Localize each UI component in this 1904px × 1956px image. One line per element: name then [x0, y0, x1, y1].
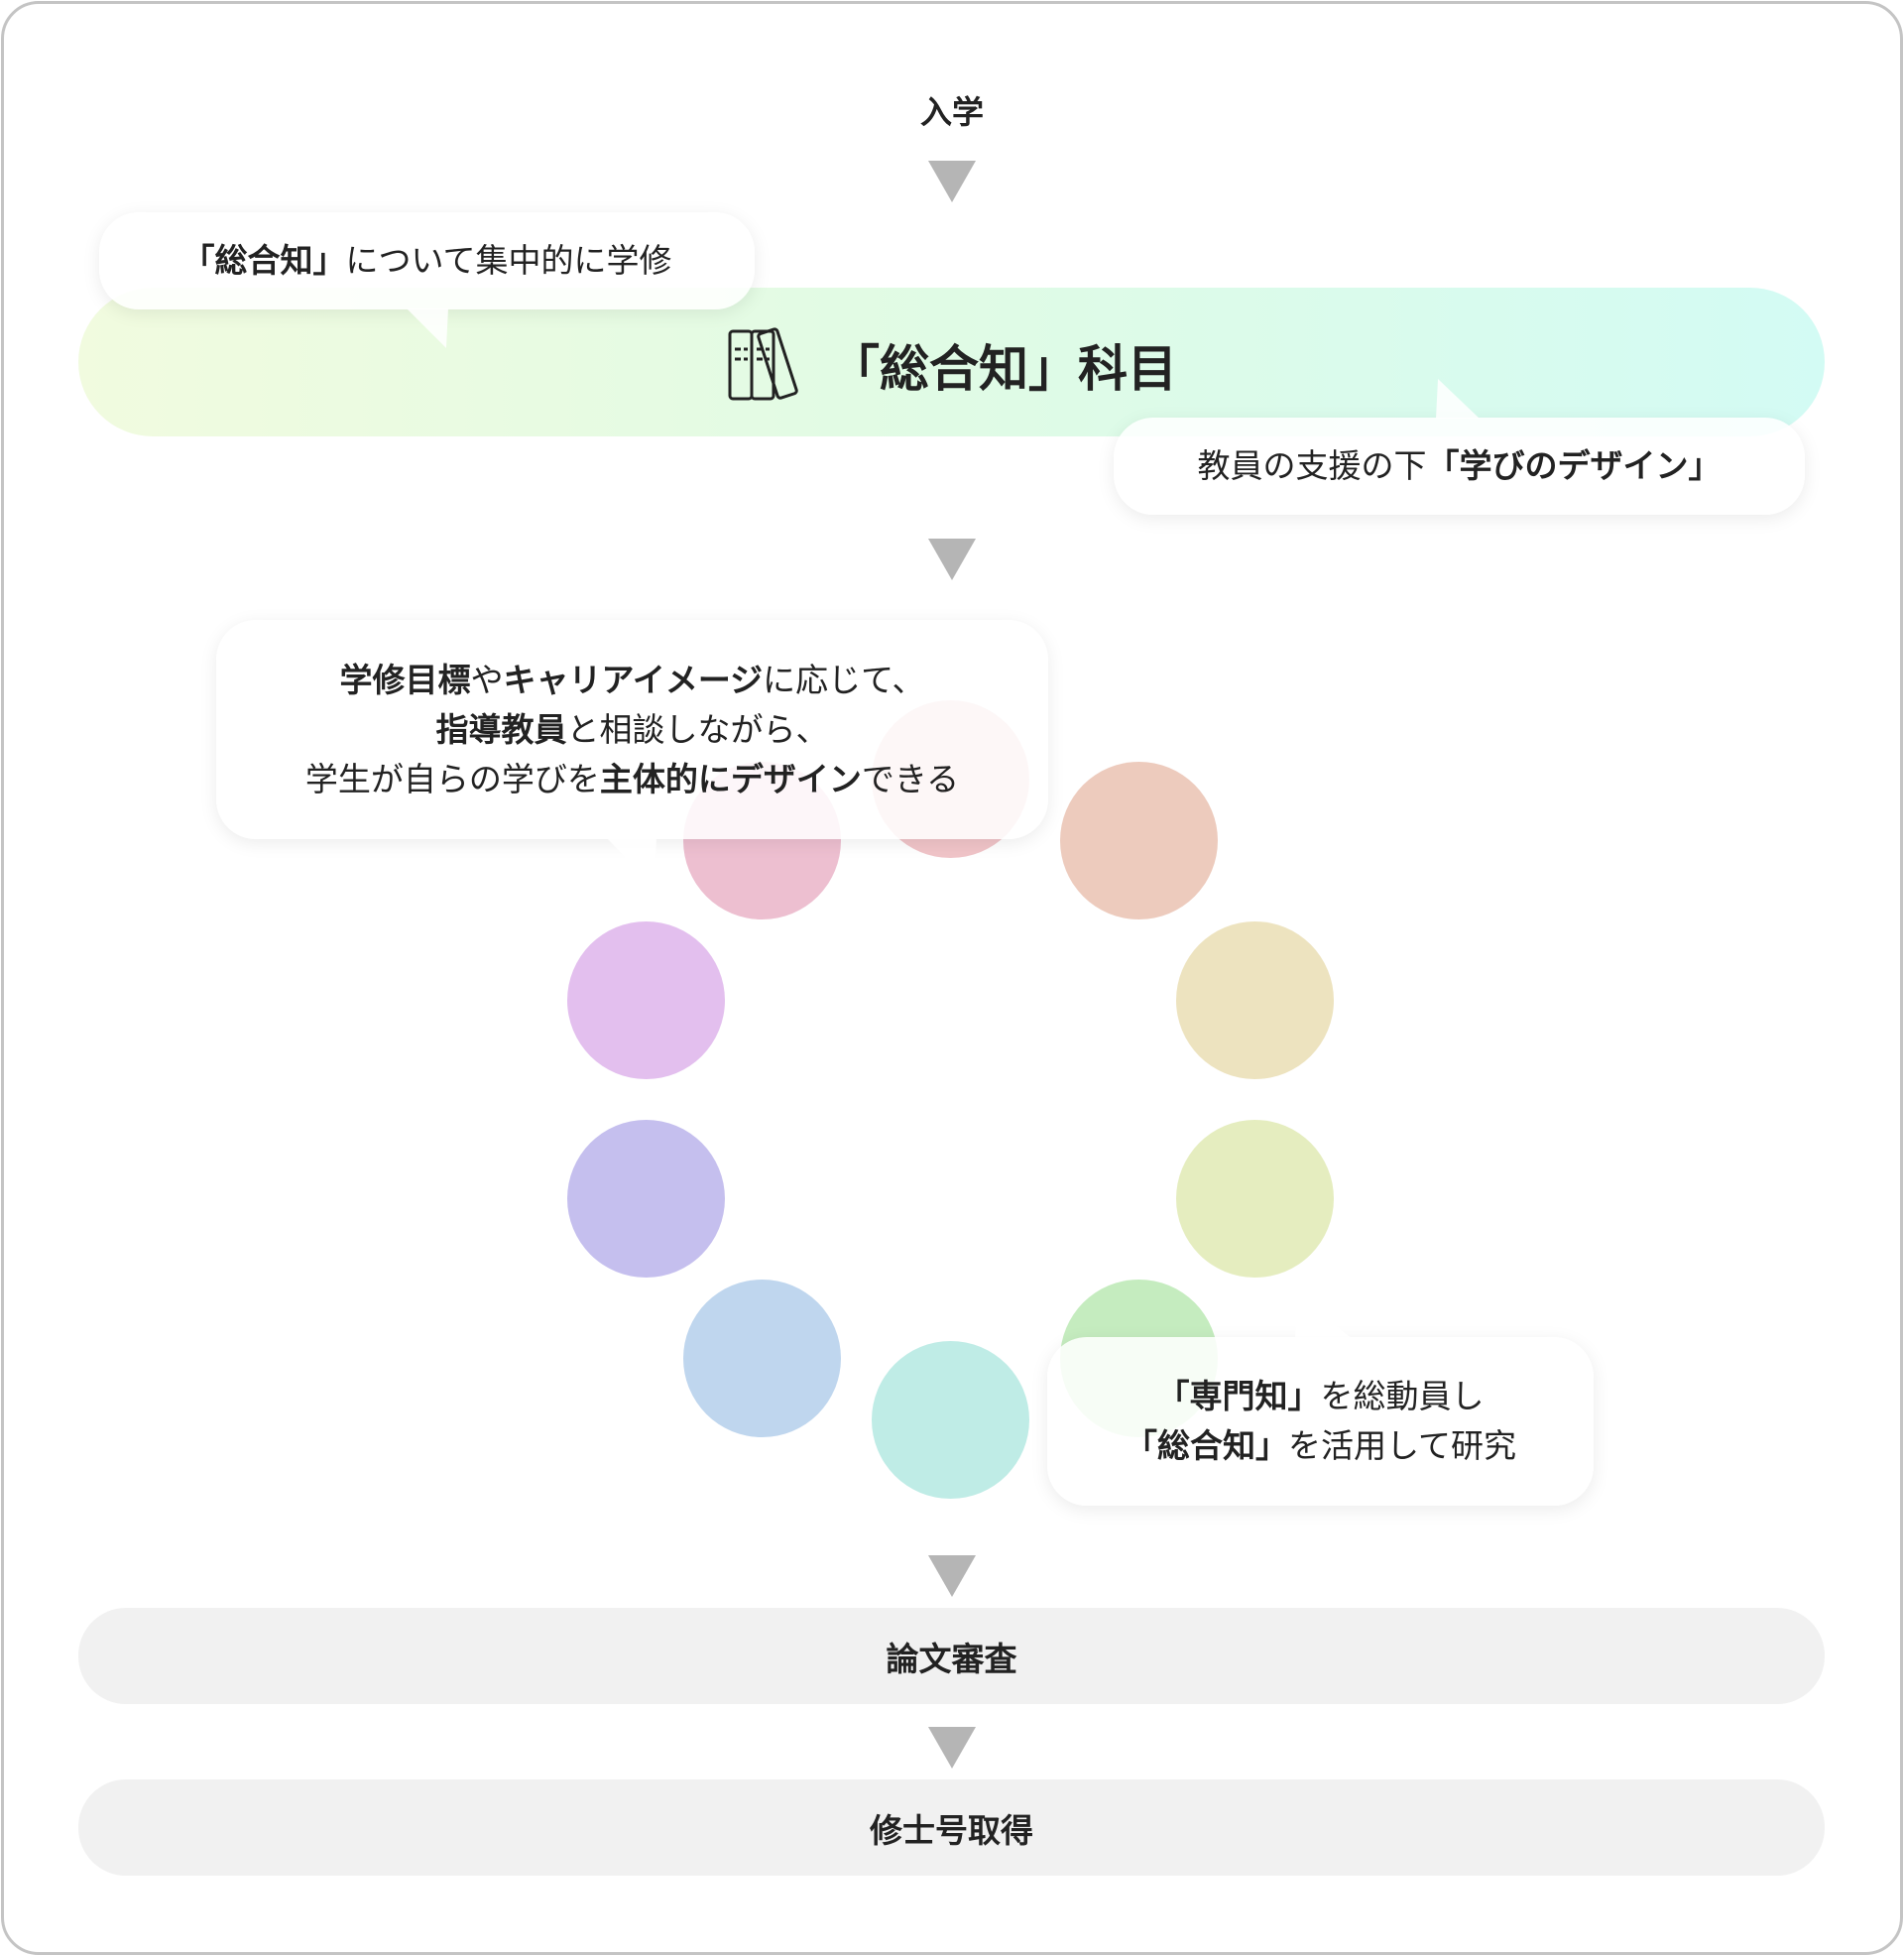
books-icon: [728, 327, 798, 401]
b3-text: に応じて、: [763, 660, 925, 699]
b3-bold: 主体的にデザイン: [599, 759, 862, 798]
b4-text: を総動員し: [1320, 1377, 1485, 1415]
bubble2-bold: 「学びのデザイン」: [1426, 446, 1722, 485]
step-degree: 修士号取得: [78, 1779, 1825, 1876]
bubble2-tail: [1436, 379, 1480, 419]
bubble4-tail: [1295, 1295, 1353, 1339]
bubble2-text: 教員の支援の下: [1197, 446, 1427, 485]
arrow-down-icon: [928, 539, 976, 580]
bubble3-tail: [607, 838, 656, 888]
sogochi-course-band: [78, 288, 1825, 436]
arrow-down-icon: [928, 161, 976, 202]
band-title-text: 「総合知」科目: [830, 340, 1177, 398]
design-circle: [1059, 761, 1218, 919]
b4-text: を活用して研究: [1287, 1426, 1516, 1465]
b3-text: と相談しながら、: [566, 709, 829, 749]
b3-bold: 指導教員: [435, 709, 567, 749]
b3-bold: 学修目標: [339, 660, 471, 699]
step-thesis-review: 論文審査: [78, 1608, 1825, 1704]
design-circle: [1176, 921, 1335, 1080]
bubble-self-design: 学修目標やキャリアイメージに応じて、 指導教員と相談しながら、 学生が自らの学び…: [216, 620, 1048, 839]
bubble-learning-design: 教員の支援の下「学びのデザイン」: [1114, 418, 1805, 515]
design-circle: [566, 1119, 725, 1278]
design-circle: [1176, 1119, 1335, 1278]
design-circle: [872, 1341, 1029, 1499]
b3-text: や: [470, 660, 504, 699]
b3-text: できる: [861, 759, 960, 798]
b3-bold: キャリアイメージ: [503, 660, 764, 699]
arrow-down-icon: [928, 1727, 976, 1769]
start-label: 入学: [919, 93, 984, 131]
design-circle: [566, 921, 725, 1080]
bubble-research: 「専門知」を総動員し 「総合知」を活用して研究: [1047, 1337, 1594, 1506]
band-title: 「総合知」科目: [0, 327, 1904, 403]
bubble1-tail: [407, 308, 448, 348]
b4-bold: 「総合知」: [1124, 1426, 1288, 1465]
b4-bold: 「専門知」: [1156, 1377, 1321, 1415]
b3-text: 学生が自らの学びを: [304, 759, 600, 798]
bubble1-bold: 「総合知」: [181, 241, 346, 280]
bubble-intensive-study: 「総合知」について集中的に学修: [99, 212, 755, 309]
design-circle: [683, 1280, 842, 1438]
bubble1-text: について集中的に学修: [345, 241, 672, 280]
arrow-down-icon: [928, 1555, 976, 1597]
